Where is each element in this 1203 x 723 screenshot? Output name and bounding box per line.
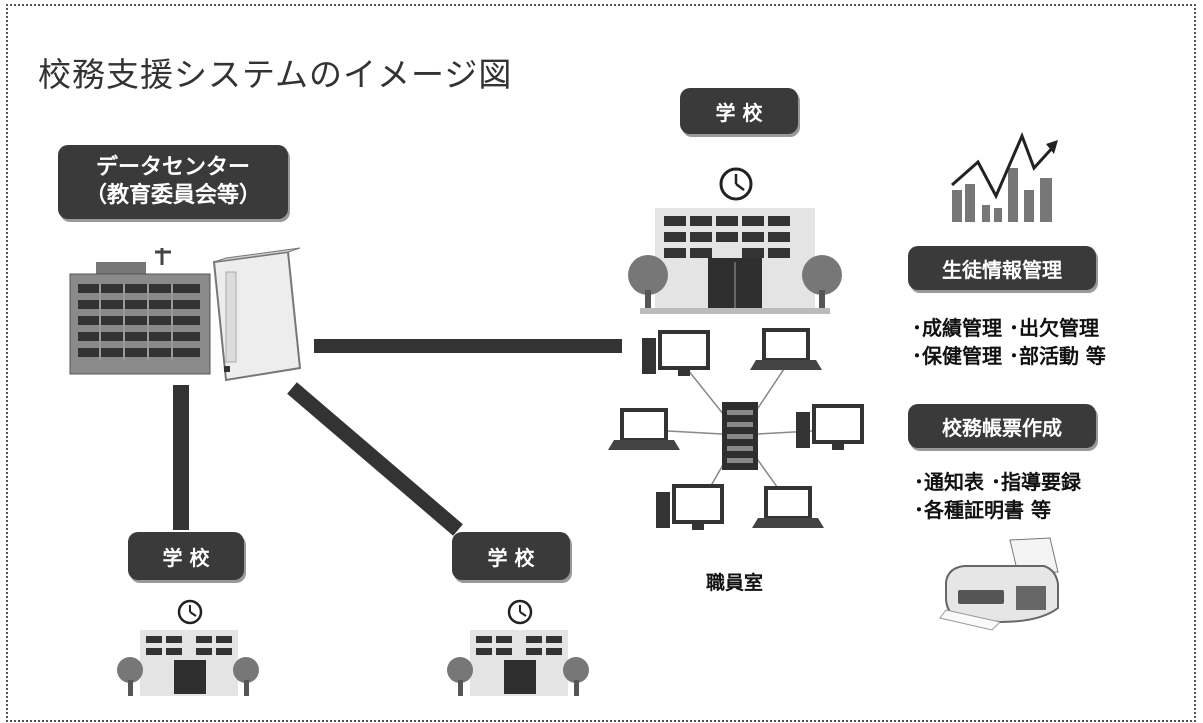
school-left-box: 学 校: [128, 532, 244, 580]
data-center-box: データセンター （教育委員会等）: [58, 145, 288, 219]
data-center-label: データセンター: [95, 155, 250, 180]
office-building-icon: [69, 248, 211, 375]
school-forms-line1: ･通知表 ･指導要録: [914, 470, 1081, 494]
student-info-line2: ･保健管理 ･部活動 等: [912, 344, 1106, 368]
desktop-pc-icon: [656, 484, 724, 530]
school-forms-box: 校務帳票作成: [908, 404, 1096, 448]
printer-icon: [939, 537, 1059, 631]
laptop-icon: [752, 486, 824, 528]
school-left-label: 学 校: [162, 545, 210, 570]
server-tower-icon: [212, 247, 302, 382]
link-datacenter-school-mid: [287, 382, 463, 536]
desktop-pc-icon: [642, 330, 710, 376]
bar-chart-icon: [951, 131, 1058, 222]
tree-icon: [117, 657, 259, 696]
school-building-icon: [640, 208, 830, 314]
school-forms-line2: ･各種証明書 等: [914, 498, 1051, 522]
school-building-icon: [140, 630, 238, 696]
diagram-title: 校務支援システムのイメージ図: [38, 55, 513, 94]
staff-room-label: 職員室: [706, 572, 764, 594]
laptop-icon: [608, 408, 680, 450]
school-mid-box: 学 校: [452, 532, 570, 580]
desktop-pc-icon: [796, 404, 864, 450]
school-main-label: 学 校: [715, 100, 763, 125]
student-info-title: 生徒情報管理: [942, 257, 1062, 282]
network-connections: [173, 339, 622, 536]
tree-icon: [447, 657, 589, 696]
school-mid-label: 学 校: [487, 545, 535, 570]
clock-icon: [719, 167, 753, 201]
school-building-icon: [470, 630, 568, 696]
school-main-box: 学 校: [680, 88, 798, 134]
tree-icon: [628, 255, 842, 308]
clock-icon: [177, 599, 203, 625]
data-center-sublabel: （教育委員会等）: [84, 183, 261, 208]
student-info-line1: ･成績管理 ･出欠管理: [912, 316, 1099, 340]
clock-icon: [507, 599, 533, 625]
laptop-icon: [750, 328, 822, 370]
student-info-box: 生徒情報管理: [908, 246, 1096, 290]
network-switch-icon: [722, 402, 758, 470]
school-forms-title: 校務帳票作成: [942, 415, 1062, 440]
